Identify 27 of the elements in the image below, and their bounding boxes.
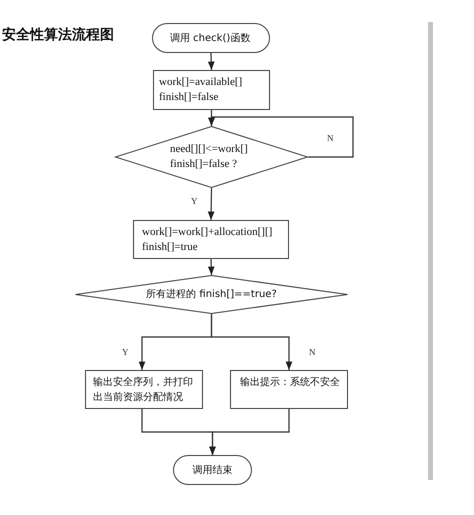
flow-arrow	[208, 116, 354, 158]
flow-arrow	[210, 314, 292, 370]
output-box	[230, 370, 348, 409]
node-text: need[][]<=work[] finish[]=false ?	[170, 142, 249, 172]
node-text: 调用结束	[192, 464, 232, 478]
node-text: work[]=available[] finish[]=false	[159, 75, 244, 105]
decision-diamond	[75, 275, 348, 314]
flow-arrow	[208, 52, 215, 70]
start-terminal	[152, 23, 270, 53]
process-box	[153, 70, 270, 110]
node-text: 输出提示：系统不安全	[240, 376, 340, 390]
flow-arrow	[209, 409, 290, 455]
diagram-title: 安全性算法流程图	[2, 26, 114, 44]
edge-label: Y	[121, 347, 130, 357]
output-box	[85, 370, 203, 409]
process-box	[133, 220, 289, 259]
node-text: 所有进程的 finish[]==true?	[146, 288, 277, 302]
edge-label: Y	[190, 196, 198, 206]
decision-diamond	[115, 126, 308, 188]
flow-arrow	[208, 188, 214, 220]
node-text: 输出安全序列，并打印出当前资源分配情况	[93, 376, 194, 404]
edge-label: N	[308, 347, 316, 357]
flow-arrow	[208, 258, 215, 276]
node-text: work[]=work[]+allocation[][] finish[]=true	[142, 224, 274, 254]
edge-label: N	[326, 133, 334, 143]
end-terminal	[173, 455, 252, 485]
node-text: 调用 check()函数	[170, 32, 250, 46]
